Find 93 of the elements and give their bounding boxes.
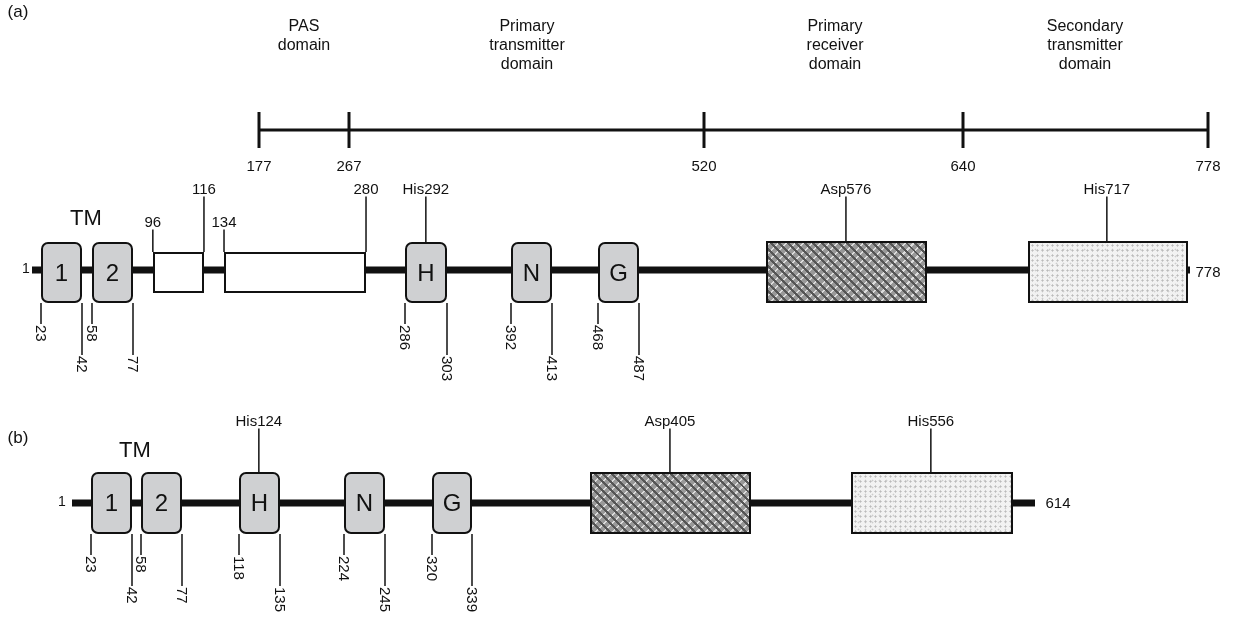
panel-label: (a): [7, 1, 29, 23]
leader-line: [1106, 195, 1108, 242]
residue-label: 487: [631, 356, 647, 382]
residue-label: 134: [211, 213, 237, 229]
leader-line: [132, 302, 134, 356]
leader-line: [669, 427, 671, 473]
leader-line: [597, 302, 599, 325]
leader-line: [425, 195, 427, 243]
residue-label: 468: [590, 325, 606, 351]
scale-number: 520: [691, 157, 717, 175]
leader-line: [223, 228, 225, 253]
scale-number: 177: [246, 157, 272, 175]
leader-line: [152, 228, 154, 253]
residue-label: 23: [83, 556, 99, 573]
residue-label: 77: [125, 356, 141, 373]
scale-number: 640: [950, 157, 976, 175]
residue-label: Asp405: [644, 412, 696, 428]
residue-label: 280: [353, 180, 379, 196]
residue-label: 116: [192, 180, 216, 196]
domain-box: [590, 472, 751, 534]
terminus-number: 614: [1045, 494, 1071, 512]
residue-label: 96: [144, 213, 162, 229]
domain-box: [851, 472, 1013, 534]
motif-box: G: [432, 472, 472, 534]
terminus-number: 1: [22, 259, 30, 277]
leader-line: [404, 302, 406, 325]
tm-label: TM: [119, 436, 151, 464]
leader-line: [91, 302, 93, 325]
residue-label: Asp576: [820, 180, 872, 196]
leader-line: [384, 533, 386, 587]
residue-label: 23: [33, 325, 49, 342]
terminus-number: 1: [58, 492, 66, 510]
motif-box: H: [405, 242, 447, 303]
domain-box: [1028, 241, 1188, 303]
leader-line: [510, 302, 512, 325]
scale-number: 267: [336, 157, 362, 175]
domain-label: PAS domain: [276, 15, 332, 55]
leader-line: [181, 533, 183, 587]
terminus-number: 778: [1195, 263, 1221, 281]
domain-label: Secondary transmitter domain: [1045, 16, 1125, 74]
residue-label: 320: [424, 556, 440, 582]
residue-label: His717: [1083, 180, 1131, 196]
motif-box: N: [511, 242, 552, 303]
leader-line: [238, 533, 240, 556]
residue-label: 42: [124, 587, 140, 604]
motif-box: 1: [41, 242, 82, 303]
residue-label: 42: [74, 356, 90, 373]
residue-label: 245: [377, 587, 393, 613]
residue-label: His556: [907, 412, 955, 428]
leader-line: [845, 195, 847, 242]
residue-label: 413: [544, 356, 560, 382]
residue-label: 392: [503, 325, 519, 351]
residue-label: 286: [397, 325, 413, 351]
leader-line: [279, 533, 281, 587]
domain-box: [224, 252, 366, 293]
leader-line: [203, 195, 205, 253]
leader-line: [551, 302, 553, 356]
leader-line: [40, 302, 42, 325]
residue-label: 77: [174, 587, 190, 604]
domain-label: Primary receiver domain: [805, 16, 865, 74]
tm-label: TM: [70, 204, 102, 232]
panel-label: (b): [7, 427, 29, 449]
motif-box: N: [344, 472, 385, 534]
leader-line: [638, 302, 640, 356]
leader-line: [258, 427, 260, 473]
residue-label: 135: [272, 587, 288, 613]
leader-line: [343, 533, 345, 556]
residue-label: His124: [235, 412, 283, 428]
leader-line: [471, 533, 473, 587]
domain-box: [153, 252, 204, 293]
motif-box: 1: [91, 472, 132, 534]
domain-box: [766, 241, 927, 303]
motif-box: H: [239, 472, 280, 534]
scale-number: 778: [1195, 157, 1221, 175]
residue-label: His292: [402, 180, 450, 196]
residue-label: 58: [133, 556, 149, 573]
motif-box: 2: [141, 472, 182, 534]
residue-label: 118: [231, 556, 247, 580]
leader-line: [446, 302, 448, 356]
motif-box: G: [598, 242, 639, 303]
motif-box: 2: [92, 242, 133, 303]
leader-line: [131, 533, 133, 587]
domain-label: Primary transmitter domain: [488, 16, 566, 74]
leader-line: [81, 302, 83, 356]
leader-line: [930, 427, 932, 473]
residue-label: 224: [336, 556, 352, 582]
residue-label: 303: [439, 356, 455, 382]
residue-label: 339: [464, 587, 480, 613]
leader-line: [365, 195, 367, 253]
leader-line: [90, 533, 92, 556]
residue-label: 58: [84, 325, 100, 342]
leader-line: [431, 533, 433, 556]
leader-line: [140, 533, 142, 556]
